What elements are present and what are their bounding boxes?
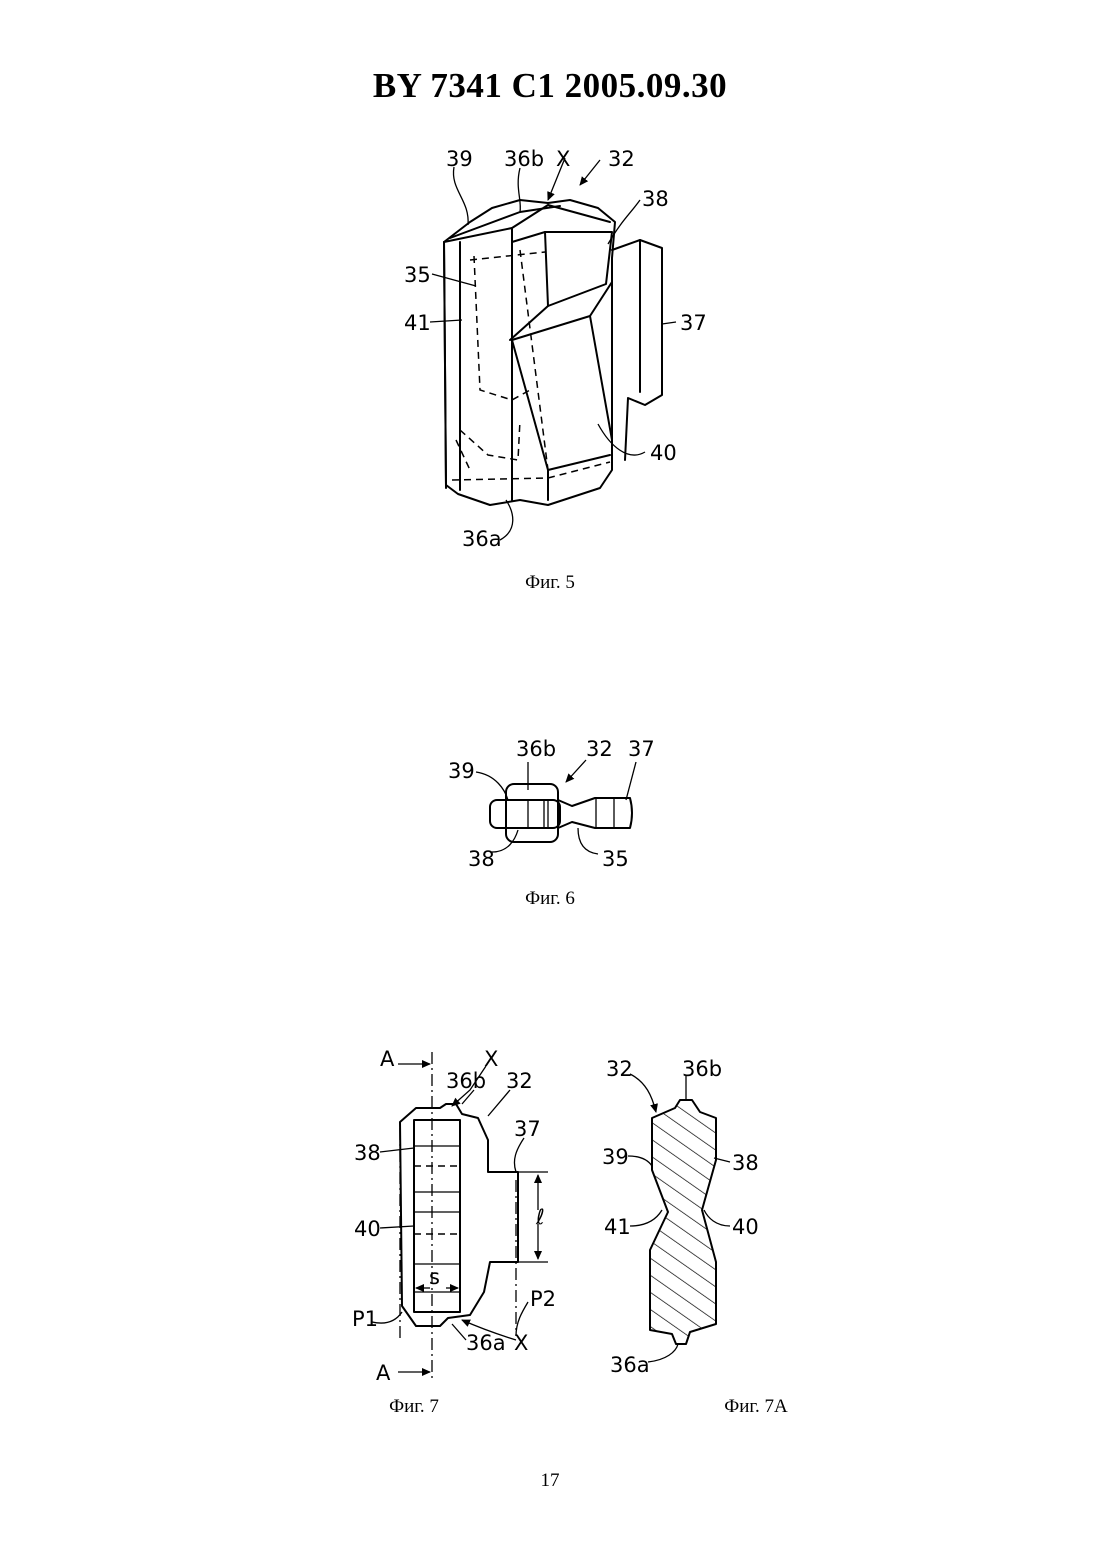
figure-6-drawing bbox=[476, 760, 636, 854]
fig7-label-37: 37 bbox=[514, 1117, 541, 1141]
figure-5-drawing bbox=[430, 158, 676, 540]
fig7-label-38: 38 bbox=[354, 1141, 381, 1165]
fig7-label-36b: 36b bbox=[446, 1069, 486, 1093]
fig5-label-32: 32 bbox=[608, 147, 635, 171]
fig7a-caption: Фиг. 7A bbox=[676, 1396, 836, 1418]
fig5-label-38: 38 bbox=[642, 187, 669, 211]
fig5-label-41: 41 bbox=[404, 311, 431, 335]
fig5-label-35: 35 bbox=[404, 263, 431, 287]
fig5-label-39: 39 bbox=[446, 147, 473, 171]
fig7-label-x-bot: X bbox=[514, 1331, 528, 1355]
fig6-label-36b: 36b bbox=[516, 737, 556, 761]
page-number: 17 bbox=[0, 1470, 1100, 1492]
fig5-label-40: 40 bbox=[650, 441, 677, 465]
fig7-label-s: s bbox=[429, 1265, 440, 1289]
fig6-caption: Фиг. 6 bbox=[470, 888, 630, 910]
fig5-label-36a: 36a bbox=[462, 527, 502, 551]
fig7a-label-32: 32 bbox=[606, 1057, 633, 1081]
fig5-caption: Фиг. 5 bbox=[470, 572, 630, 594]
fig7-label-32: 32 bbox=[506, 1069, 533, 1093]
fig7a-label-41: 41 bbox=[604, 1215, 631, 1239]
figure-7a-drawing bbox=[628, 1074, 730, 1362]
fig7-label-p2: P2 bbox=[530, 1287, 556, 1311]
fig7a-label-39: 39 bbox=[602, 1145, 629, 1169]
fig7a-label-38: 38 bbox=[732, 1151, 759, 1175]
fig7a-label-40: 40 bbox=[732, 1215, 759, 1239]
fig7-label-ell: ℓ bbox=[535, 1205, 545, 1229]
fig6-label-38: 38 bbox=[468, 847, 495, 871]
fig7a-label-36a: 36a bbox=[610, 1353, 650, 1377]
fig7-label-a-bot: A bbox=[376, 1361, 391, 1385]
fig6-label-32: 32 bbox=[586, 737, 613, 761]
fig7-label-p1: P1 bbox=[352, 1307, 378, 1331]
fig7a-label-36b: 36b bbox=[682, 1057, 722, 1081]
fig7-label-36a: 36a bbox=[466, 1331, 506, 1355]
fig7-label-x-top: X bbox=[484, 1047, 498, 1071]
fig6-label-37: 37 bbox=[628, 737, 655, 761]
fig5-label-37: 37 bbox=[680, 311, 707, 335]
fig7-label-a-top: A bbox=[380, 1047, 395, 1071]
fig7-caption: Фиг. 7 bbox=[334, 1396, 494, 1418]
fig5-label-x: X bbox=[556, 147, 570, 171]
fig7-label-40: 40 bbox=[354, 1217, 381, 1241]
fig6-label-35: 35 bbox=[602, 847, 629, 871]
fig6-label-39: 39 bbox=[448, 759, 475, 783]
fig5-label-36b: 36b bbox=[504, 147, 544, 171]
